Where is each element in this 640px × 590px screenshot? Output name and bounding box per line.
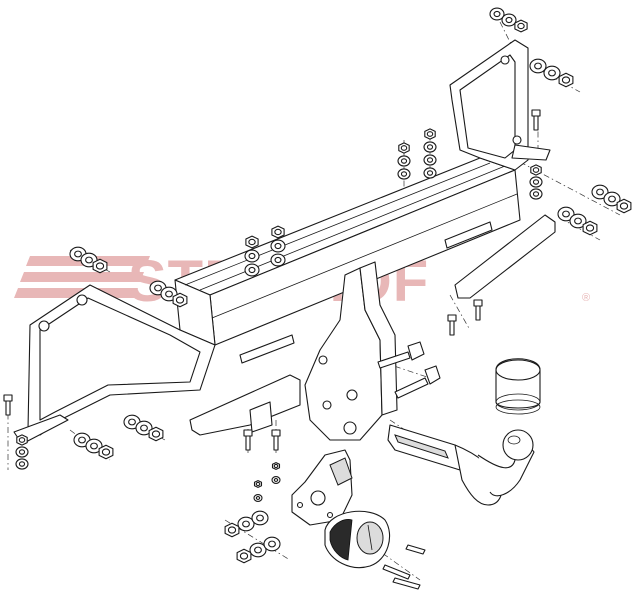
hex-nut <box>558 72 574 88</box>
socket-screws <box>382 544 426 590</box>
hex-nut <box>616 198 632 214</box>
socket-bracket <box>291 449 353 526</box>
washer <box>270 239 286 253</box>
ball-cover-cap <box>495 358 541 415</box>
right-lower-bracket <box>454 214 556 299</box>
washer <box>263 536 281 552</box>
bolt <box>243 429 253 451</box>
tow-ball-neck <box>387 424 535 506</box>
hex-nut <box>582 220 598 236</box>
bolt <box>447 314 457 336</box>
washer <box>543 65 561 81</box>
washer <box>253 494 263 502</box>
electrical-socket <box>324 510 390 568</box>
main-crossbar <box>174 157 521 364</box>
fastener-sets <box>15 7 632 564</box>
hex-nut <box>424 128 436 140</box>
arm-hole <box>76 294 88 306</box>
washer <box>423 167 437 179</box>
washer <box>85 438 103 454</box>
bolt <box>394 365 441 399</box>
watermark-registered-mark: ® <box>582 292 590 304</box>
tow-ball <box>502 429 534 461</box>
hex-nut <box>236 548 252 564</box>
washer <box>397 155 411 167</box>
washer <box>237 516 255 532</box>
left-mounting-arm <box>13 284 216 445</box>
bolt <box>3 394 13 416</box>
hex-nut <box>530 164 542 176</box>
washer <box>529 176 543 188</box>
beam-bracket-left <box>239 334 295 364</box>
washer <box>529 188 543 200</box>
washer <box>423 141 437 153</box>
washer <box>489 7 505 21</box>
hex-nut <box>224 522 240 538</box>
washer <box>529 58 547 74</box>
hex-nut <box>172 292 188 308</box>
bolt <box>531 109 541 131</box>
washer <box>569 213 587 229</box>
right-mounting-arm <box>449 39 551 171</box>
arm-hole <box>512 135 522 145</box>
hex-nut <box>514 19 528 33</box>
beam-bracket-right <box>444 221 493 249</box>
washer <box>591 184 609 200</box>
washer <box>557 206 575 222</box>
hex-nut <box>253 480 263 488</box>
long-bolts <box>377 341 441 399</box>
arm-hole <box>500 55 510 65</box>
hex-nut <box>16 434 28 446</box>
hex-nut <box>98 444 114 460</box>
washer <box>15 446 29 458</box>
hex-nut <box>271 462 281 470</box>
washer <box>249 542 267 558</box>
bolt <box>271 429 281 451</box>
centre-drop-bracket <box>304 261 398 441</box>
washer <box>135 420 153 436</box>
hex-nut <box>92 258 108 274</box>
lower-side-bracket <box>189 374 301 436</box>
watermark-speed-stripes <box>14 256 150 298</box>
bolt <box>377 341 425 369</box>
washer <box>423 154 437 166</box>
washer <box>244 263 260 277</box>
washer <box>603 191 621 207</box>
washer <box>15 458 29 470</box>
washer <box>397 168 411 180</box>
bolt <box>473 299 483 321</box>
washer <box>251 510 269 526</box>
washer <box>270 253 286 267</box>
vertical-bolts <box>3 109 541 451</box>
arm-hole <box>38 320 50 332</box>
washer <box>244 249 260 263</box>
washer <box>271 476 281 484</box>
hex-nut <box>271 225 285 239</box>
hex-nut <box>245 235 259 249</box>
hex-nut <box>148 426 164 442</box>
hex-nut <box>398 142 410 154</box>
washer <box>501 13 517 27</box>
